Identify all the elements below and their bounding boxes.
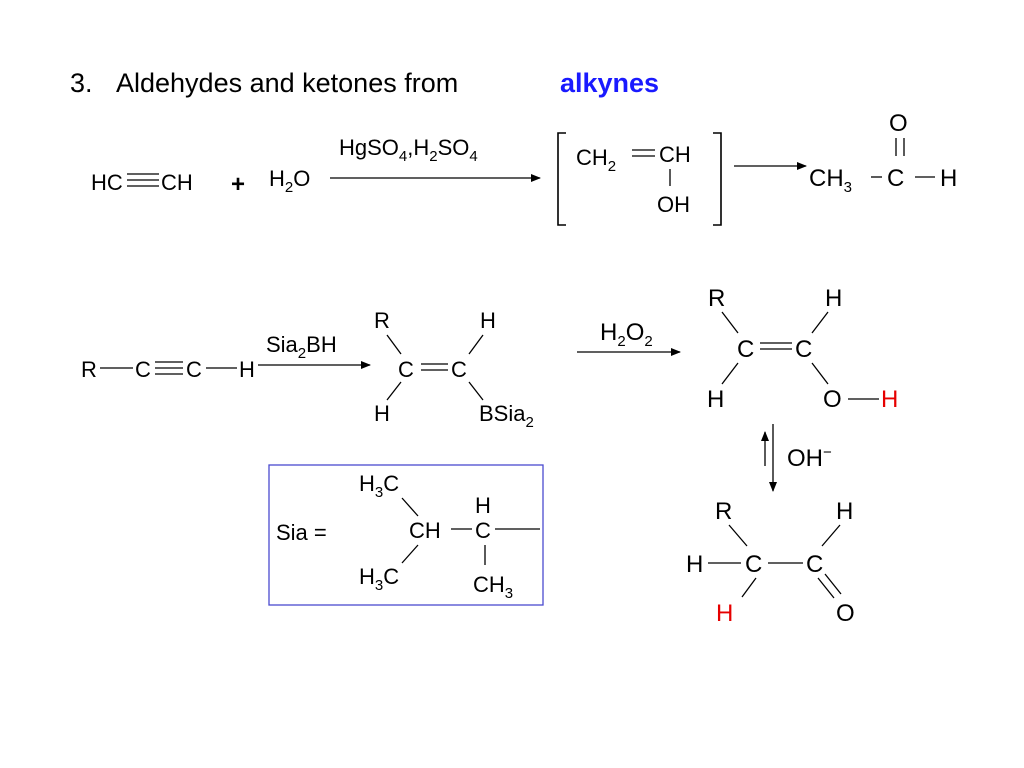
sia-definition-box: Sia = H3C CH H C H3C CH3 (268, 464, 544, 606)
slide-title: 3. Aldehydes and ketones from alkynes (70, 68, 659, 98)
sia-h3c-top: H3C (359, 471, 399, 501)
reaction-1-hydration: HC CH + H2O HgSO4,H2SO4 CH2 CH OH O CH3 … (91, 110, 957, 226)
single-bond-line (386, 334, 402, 355)
borane-h-bottom: H (374, 401, 390, 426)
borane-h-top: H (480, 308, 496, 333)
h2o2-reagent: H2O2 (600, 319, 653, 350)
single-bond-line (401, 497, 419, 517)
double-bond-line (824, 573, 842, 595)
enol2-h-top: H (825, 285, 842, 312)
title-highlight: alkynes (560, 68, 659, 98)
water-h: H2O (269, 166, 310, 196)
sia-h: H (475, 493, 491, 518)
enol2-c1: C (737, 336, 754, 363)
acetaldehyde-h: H (940, 165, 957, 192)
single-bond-line (721, 311, 739, 334)
aldehyde-h-new: H (716, 600, 733, 627)
acetaldehyde-ch3: CH3 (809, 165, 852, 196)
plus-sign: + (231, 171, 245, 198)
sia2bh-reagent: Sia2BH (266, 332, 337, 362)
borane-c2: C (451, 357, 467, 382)
acetylene-hc: HC (91, 170, 123, 195)
aldehyde-c1: C (745, 551, 762, 578)
alkyne-h: H (239, 357, 255, 382)
aldehyde-o: O (836, 600, 855, 627)
sia-ch3: CH3 (473, 572, 513, 602)
single-bond-line (811, 362, 829, 385)
acetylene-ch: CH (161, 170, 193, 195)
acetaldehyde-c: C (887, 165, 904, 192)
enol-ch2: CH2 (576, 145, 616, 175)
alkyne-c2: C (186, 357, 202, 382)
single-bond-line (721, 362, 739, 385)
alkyne-r: R (81, 357, 97, 382)
aldehyde-r: R (715, 498, 732, 525)
aldehyde-h-top: H (836, 498, 853, 525)
hgso4-reagent: HgSO4,H2SO4 (339, 135, 478, 165)
sia-box-border (268, 464, 544, 606)
enol-ch: CH (659, 142, 691, 167)
single-bond-line (821, 524, 841, 547)
single-bond-line (728, 524, 748, 547)
enol2-r: R (708, 285, 725, 312)
double-bond-line (817, 577, 835, 599)
enol2-c2: C (795, 336, 812, 363)
aldehyde-h-left: H (686, 551, 703, 578)
sia-ch: CH (409, 518, 441, 543)
sia-h3c-bottom: H3C (359, 564, 399, 594)
single-bond-line (401, 544, 419, 564)
single-bond-line (386, 381, 402, 401)
enol2-h-bottom: H (707, 386, 724, 413)
aldehyde-c2: C (806, 551, 823, 578)
single-bond-line (741, 577, 757, 598)
enol2-o: O (823, 386, 842, 413)
left-bracket (557, 132, 566, 226)
single-bond-line (811, 311, 829, 334)
single-bond-line (468, 334, 484, 355)
sia-c: C (475, 518, 491, 543)
borane-r: R (374, 308, 390, 333)
single-bond-line (468, 381, 484, 401)
hydroxide-label: OH− (787, 444, 832, 472)
right-bracket (713, 132, 722, 226)
title-text: Aldehydes and ketones from (116, 68, 458, 98)
sia-label: Sia = (276, 520, 327, 545)
title-number: 3. (70, 68, 93, 98)
enol2-hydroxyl-h: H (881, 386, 898, 413)
aldehyde-o: O (889, 110, 908, 137)
borane-c1: C (398, 357, 414, 382)
borane-bsia2: BSia2 (479, 401, 534, 431)
alkyne-c1: C (135, 357, 151, 382)
enol-oh: OH (657, 192, 690, 217)
